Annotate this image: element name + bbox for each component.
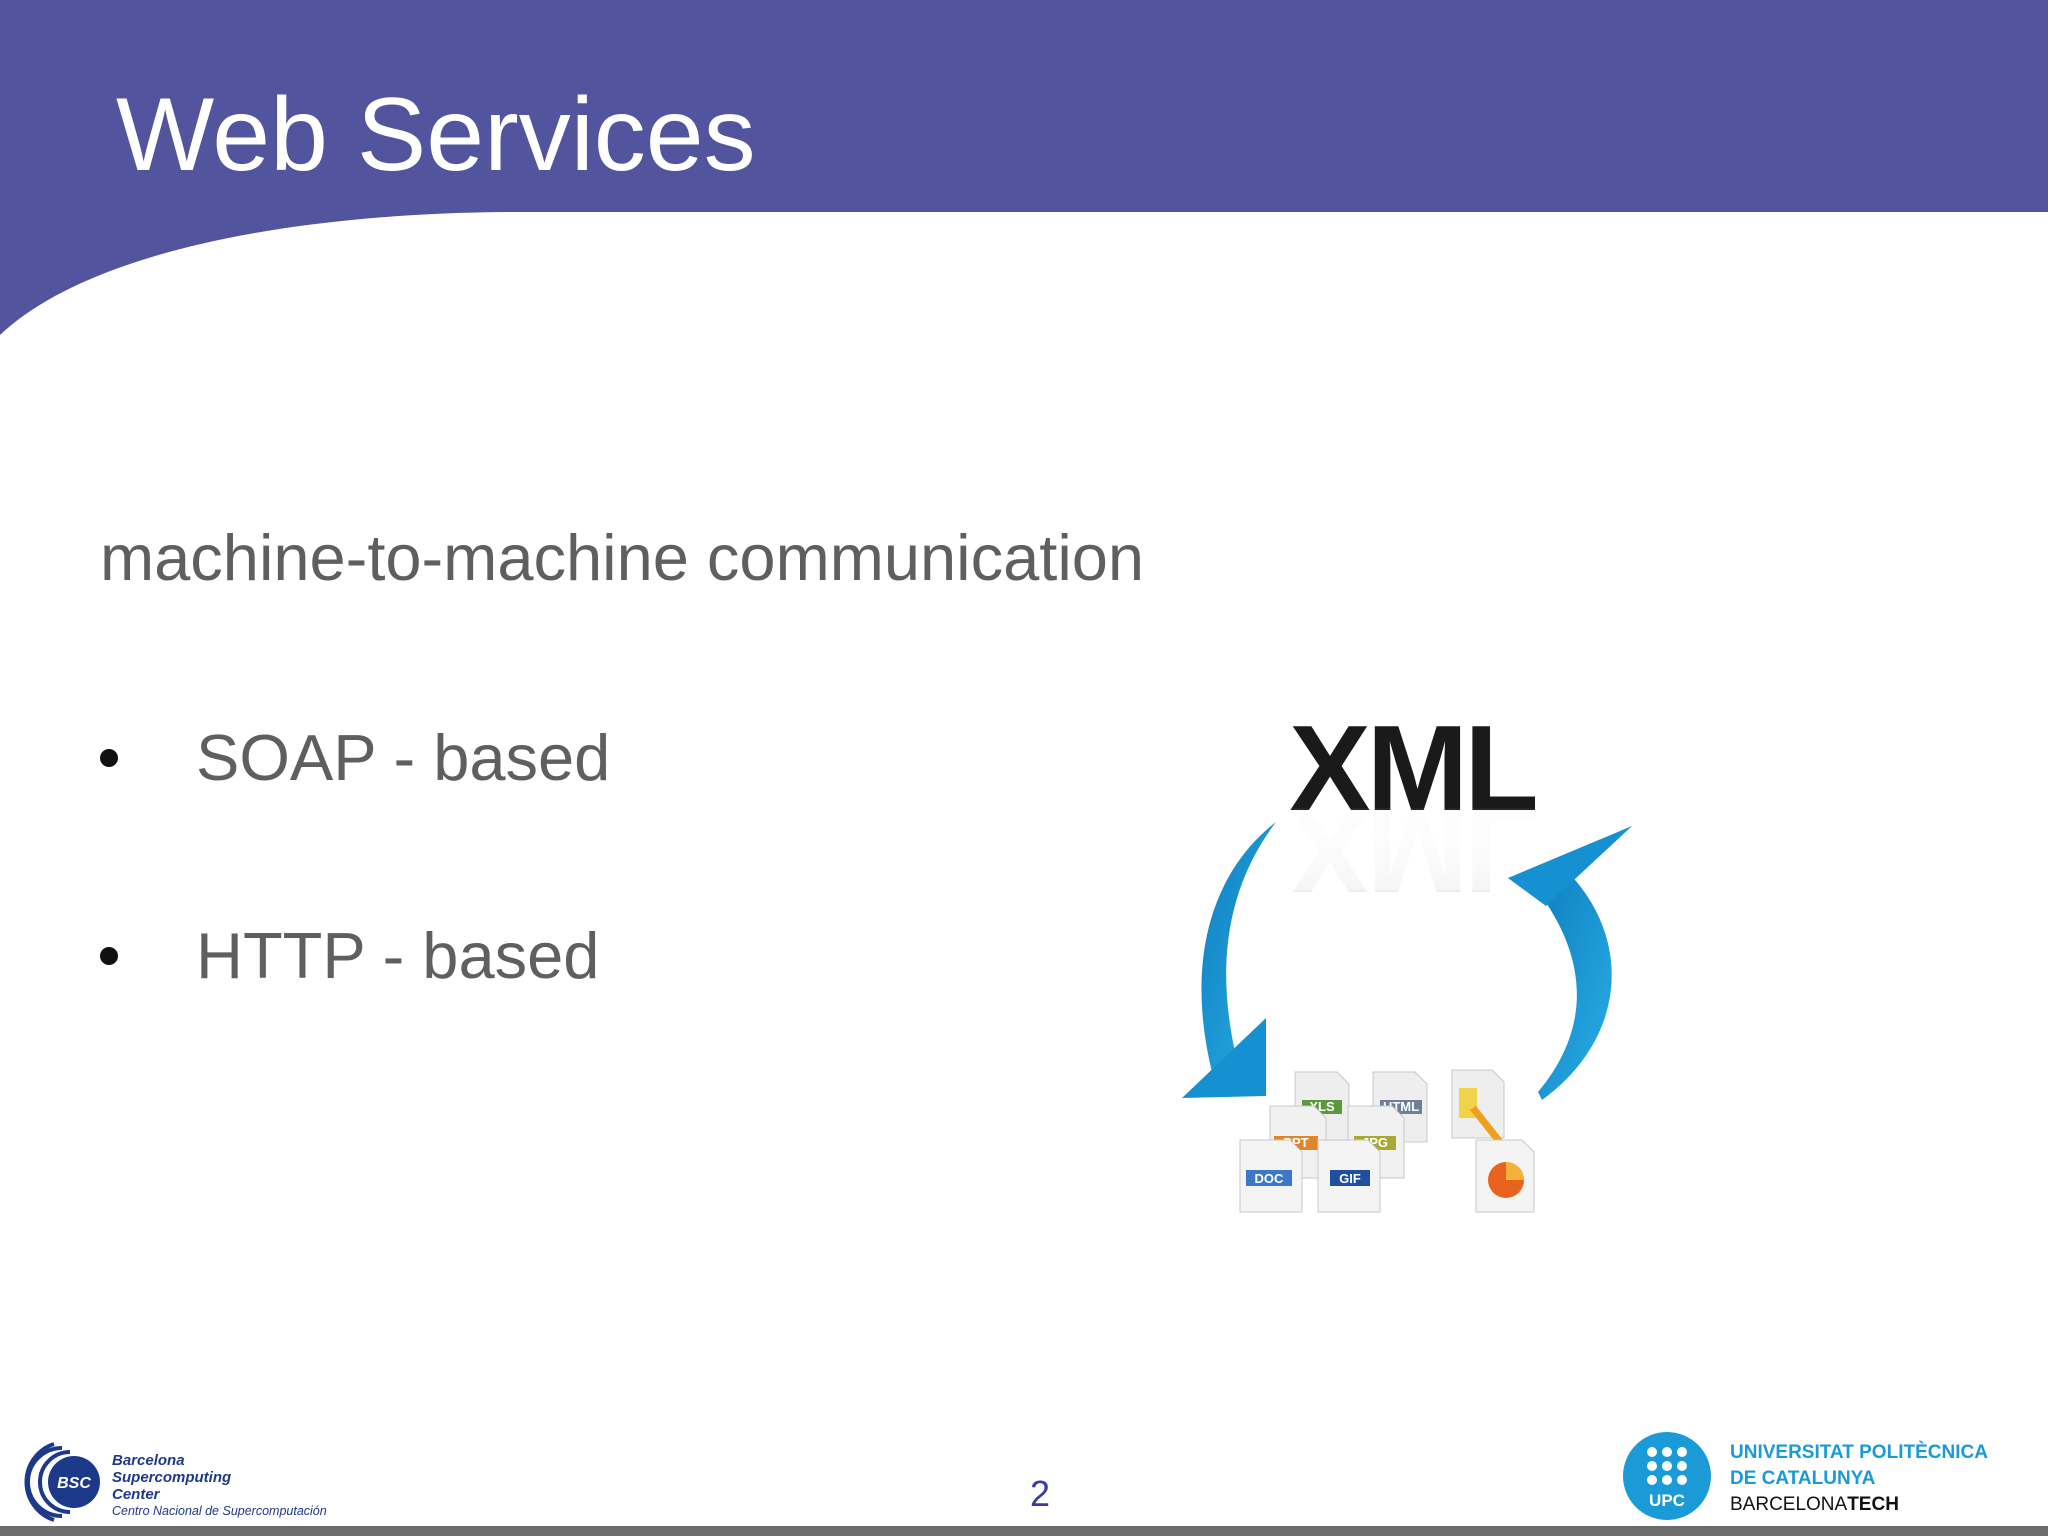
svg-text:DOC: DOC <box>1255 1171 1285 1186</box>
file-chart-icon <box>1475 1139 1535 1213</box>
upc-logo-text: UNIVERSITAT POLITÈCNICA DE CATALUNYA BAR… <box>1730 1442 1988 1515</box>
arrow-up-icon <box>1508 826 1632 1100</box>
header-banner <box>0 0 2048 335</box>
bsc-logo-text: Barcelona Supercomputing Center Centro N… <box>112 1452 327 1518</box>
svg-text:GIF: GIF <box>1339 1171 1361 1186</box>
file-gif-icon: GIF <box>1317 1139 1381 1213</box>
svg-text:UPC: UPC <box>1649 1491 1685 1510</box>
xml-label: XML <box>1289 700 1535 836</box>
bullet-text: HTTP - based <box>196 919 600 992</box>
page-number: 2 <box>1029 1473 1051 1514</box>
footer-bar <box>0 1526 2048 1536</box>
lead-text: machine-to-machine communication <box>100 521 1145 594</box>
bullet-dot-icon <box>100 947 118 965</box>
svg-text:BSC: BSC <box>57 1475 91 1492</box>
file-icons: XLS HTML PPT JPG <box>1239 1069 1535 1213</box>
file-doc-icon: DOC <box>1239 1139 1303 1213</box>
bsc-logo: BSC <box>24 1442 100 1522</box>
upc-logo: UPC <box>1623 1432 1711 1520</box>
slide-title: Web Services <box>116 77 756 193</box>
bullet-text: SOAP - based <box>196 721 611 794</box>
xml-exchange-illustration: XML XML XLS HTML <box>1170 700 1650 1213</box>
file-notes-icon <box>1451 1069 1506 1148</box>
bullet-dot-icon <box>100 749 118 767</box>
arrow-down-icon <box>1182 822 1276 1098</box>
